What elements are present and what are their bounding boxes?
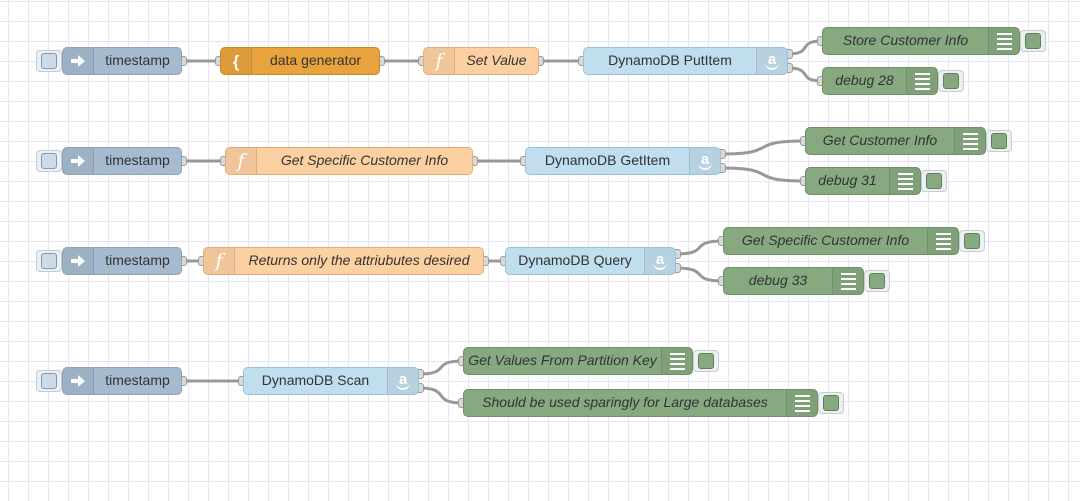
inject-button[interactable] — [36, 370, 62, 392]
aws-amazon-icon: a — [644, 248, 675, 274]
wire[interactable] — [418, 359, 464, 376]
inject-node-timestamp-4[interactable]: timestamp — [36, 367, 182, 395]
debug-toggle-square[interactable] — [964, 233, 980, 249]
aws-amazon-icon: a — [387, 368, 418, 394]
node-label: Store Customer Info — [842, 32, 969, 48]
inject-arrow-icon — [63, 48, 94, 74]
aws-amazon-icon: a — [689, 148, 720, 174]
debug-node-get-specific-customer-info[interactable]: Get Specific Customer Info — [723, 227, 985, 255]
node-label: debug 28 — [835, 72, 894, 88]
template-node-data-generator[interactable]: { data generator — [220, 47, 380, 75]
debug-node-get-customer-info[interactable]: Get Customer Info — [805, 127, 1012, 155]
debug-toggle-button[interactable] — [864, 270, 890, 292]
debug-toggle-button[interactable] — [938, 70, 964, 92]
debug-list-icon — [906, 68, 937, 94]
inject-node-timestamp-2[interactable]: timestamp — [36, 147, 182, 175]
aws-node-dynamodb-query[interactable]: DynamoDB Query a — [505, 247, 676, 275]
function-icon: f — [204, 248, 235, 274]
aws-amazon-icon: a — [756, 48, 787, 74]
debug-list-icon — [832, 268, 863, 294]
node-label: Get Values From Partition Key — [468, 352, 657, 368]
inject-arrow-icon — [63, 148, 94, 174]
node-label: Get Specific Customer Info — [280, 152, 449, 168]
debug-toggle-square[interactable] — [991, 133, 1007, 149]
debug-node-get-values-from-partition-key[interactable]: Get Values From Partition Key — [463, 347, 719, 375]
debug-node-should-be-used-sparingly[interactable]: Should be used sparingly for Large datab… — [463, 389, 844, 417]
aws-node-dynamodb-getitem[interactable]: DynamoDB GetItem a — [525, 147, 721, 175]
debug-node-debug-31[interactable]: debug 31 — [805, 167, 947, 195]
function-icon: f — [424, 48, 455, 74]
wire[interactable] — [675, 266, 724, 283]
node-label: Should be used sparingly for Large datab… — [482, 394, 768, 410]
debug-node-debug-33[interactable]: debug 33 — [723, 267, 890, 295]
wire[interactable] — [418, 386, 464, 405]
inject-button-square[interactable] — [41, 373, 57, 389]
wire[interactable] — [675, 239, 724, 256]
inject-button-square[interactable] — [41, 53, 57, 69]
inject-button[interactable] — [36, 50, 62, 72]
aws-node-dynamodb-putitem[interactable]: DynamoDB PutItem a — [583, 47, 788, 75]
inject-arrow-icon — [63, 248, 94, 274]
node-label: timestamp — [105, 52, 170, 68]
debug-list-icon — [889, 168, 920, 194]
debug-toggle-button[interactable] — [693, 350, 719, 372]
inject-arrow-icon — [63, 368, 94, 394]
node-label: timestamp — [105, 252, 170, 268]
debug-node-store-customer-info[interactable]: Store Customer Info — [822, 27, 1046, 55]
inject-node-timestamp-3[interactable]: timestamp — [36, 247, 182, 275]
function-node-set-value[interactable]: f Set Value — [423, 47, 539, 75]
wire[interactable] — [787, 66, 823, 83]
node-label: DynamoDB Scan — [261, 372, 370, 388]
debug-node-debug-28[interactable]: debug 28 — [822, 67, 964, 95]
debug-toggle-square[interactable] — [926, 173, 942, 189]
node-label: DynamoDB GetItem — [544, 152, 671, 168]
inject-button[interactable] — [36, 250, 62, 272]
debug-toggle-square[interactable] — [823, 395, 839, 411]
wire[interactable] — [720, 139, 806, 156]
inject-button-square[interactable] — [41, 153, 57, 169]
debug-toggle-square[interactable] — [1025, 33, 1041, 49]
function-node-get-specific-customer-info[interactable]: f Get Specific Customer Info — [225, 147, 473, 175]
node-label: DynamoDB Query — [518, 252, 632, 268]
debug-list-icon — [927, 228, 958, 254]
node-label: DynamoDB PutItem — [608, 52, 732, 68]
inject-button[interactable] — [36, 150, 62, 172]
function-node-returns-only-attributes[interactable]: f Returns only the attriubutes desired — [203, 247, 484, 275]
debug-toggle-button[interactable] — [959, 230, 985, 252]
node-label: Returns only the attriubutes desired — [248, 252, 470, 268]
wire[interactable] — [720, 166, 806, 183]
debug-list-icon — [786, 390, 817, 416]
function-icon: f — [226, 148, 257, 174]
aws-node-dynamodb-scan[interactable]: DynamoDB Scan a — [243, 367, 419, 395]
debug-toggle-square[interactable] — [869, 273, 885, 289]
node-label: Set Value — [466, 52, 527, 68]
node-label: Get Specific Customer Info — [741, 232, 910, 248]
debug-list-icon — [954, 128, 985, 154]
debug-list-icon — [661, 348, 692, 374]
wire[interactable] — [787, 39, 823, 56]
node-label: debug 31 — [818, 172, 877, 188]
node-label: Get Customer Info — [822, 132, 938, 148]
node-label: timestamp — [105, 372, 170, 388]
node-label: data generator — [269, 52, 362, 68]
debug-toggle-button[interactable] — [921, 170, 947, 192]
debug-toggle-square[interactable] — [698, 353, 714, 369]
node-label: timestamp — [105, 152, 170, 168]
curly-brace-icon: { — [221, 48, 252, 74]
debug-toggle-button[interactable] — [818, 392, 844, 414]
debug-list-icon — [988, 28, 1019, 54]
debug-toggle-button[interactable] — [986, 130, 1012, 152]
inject-button-square[interactable] — [41, 253, 57, 269]
inject-node-timestamp-1[interactable]: timestamp — [36, 47, 182, 75]
node-label: debug 33 — [748, 272, 808, 288]
debug-toggle-square[interactable] — [943, 73, 959, 89]
debug-toggle-button[interactable] — [1020, 30, 1046, 52]
